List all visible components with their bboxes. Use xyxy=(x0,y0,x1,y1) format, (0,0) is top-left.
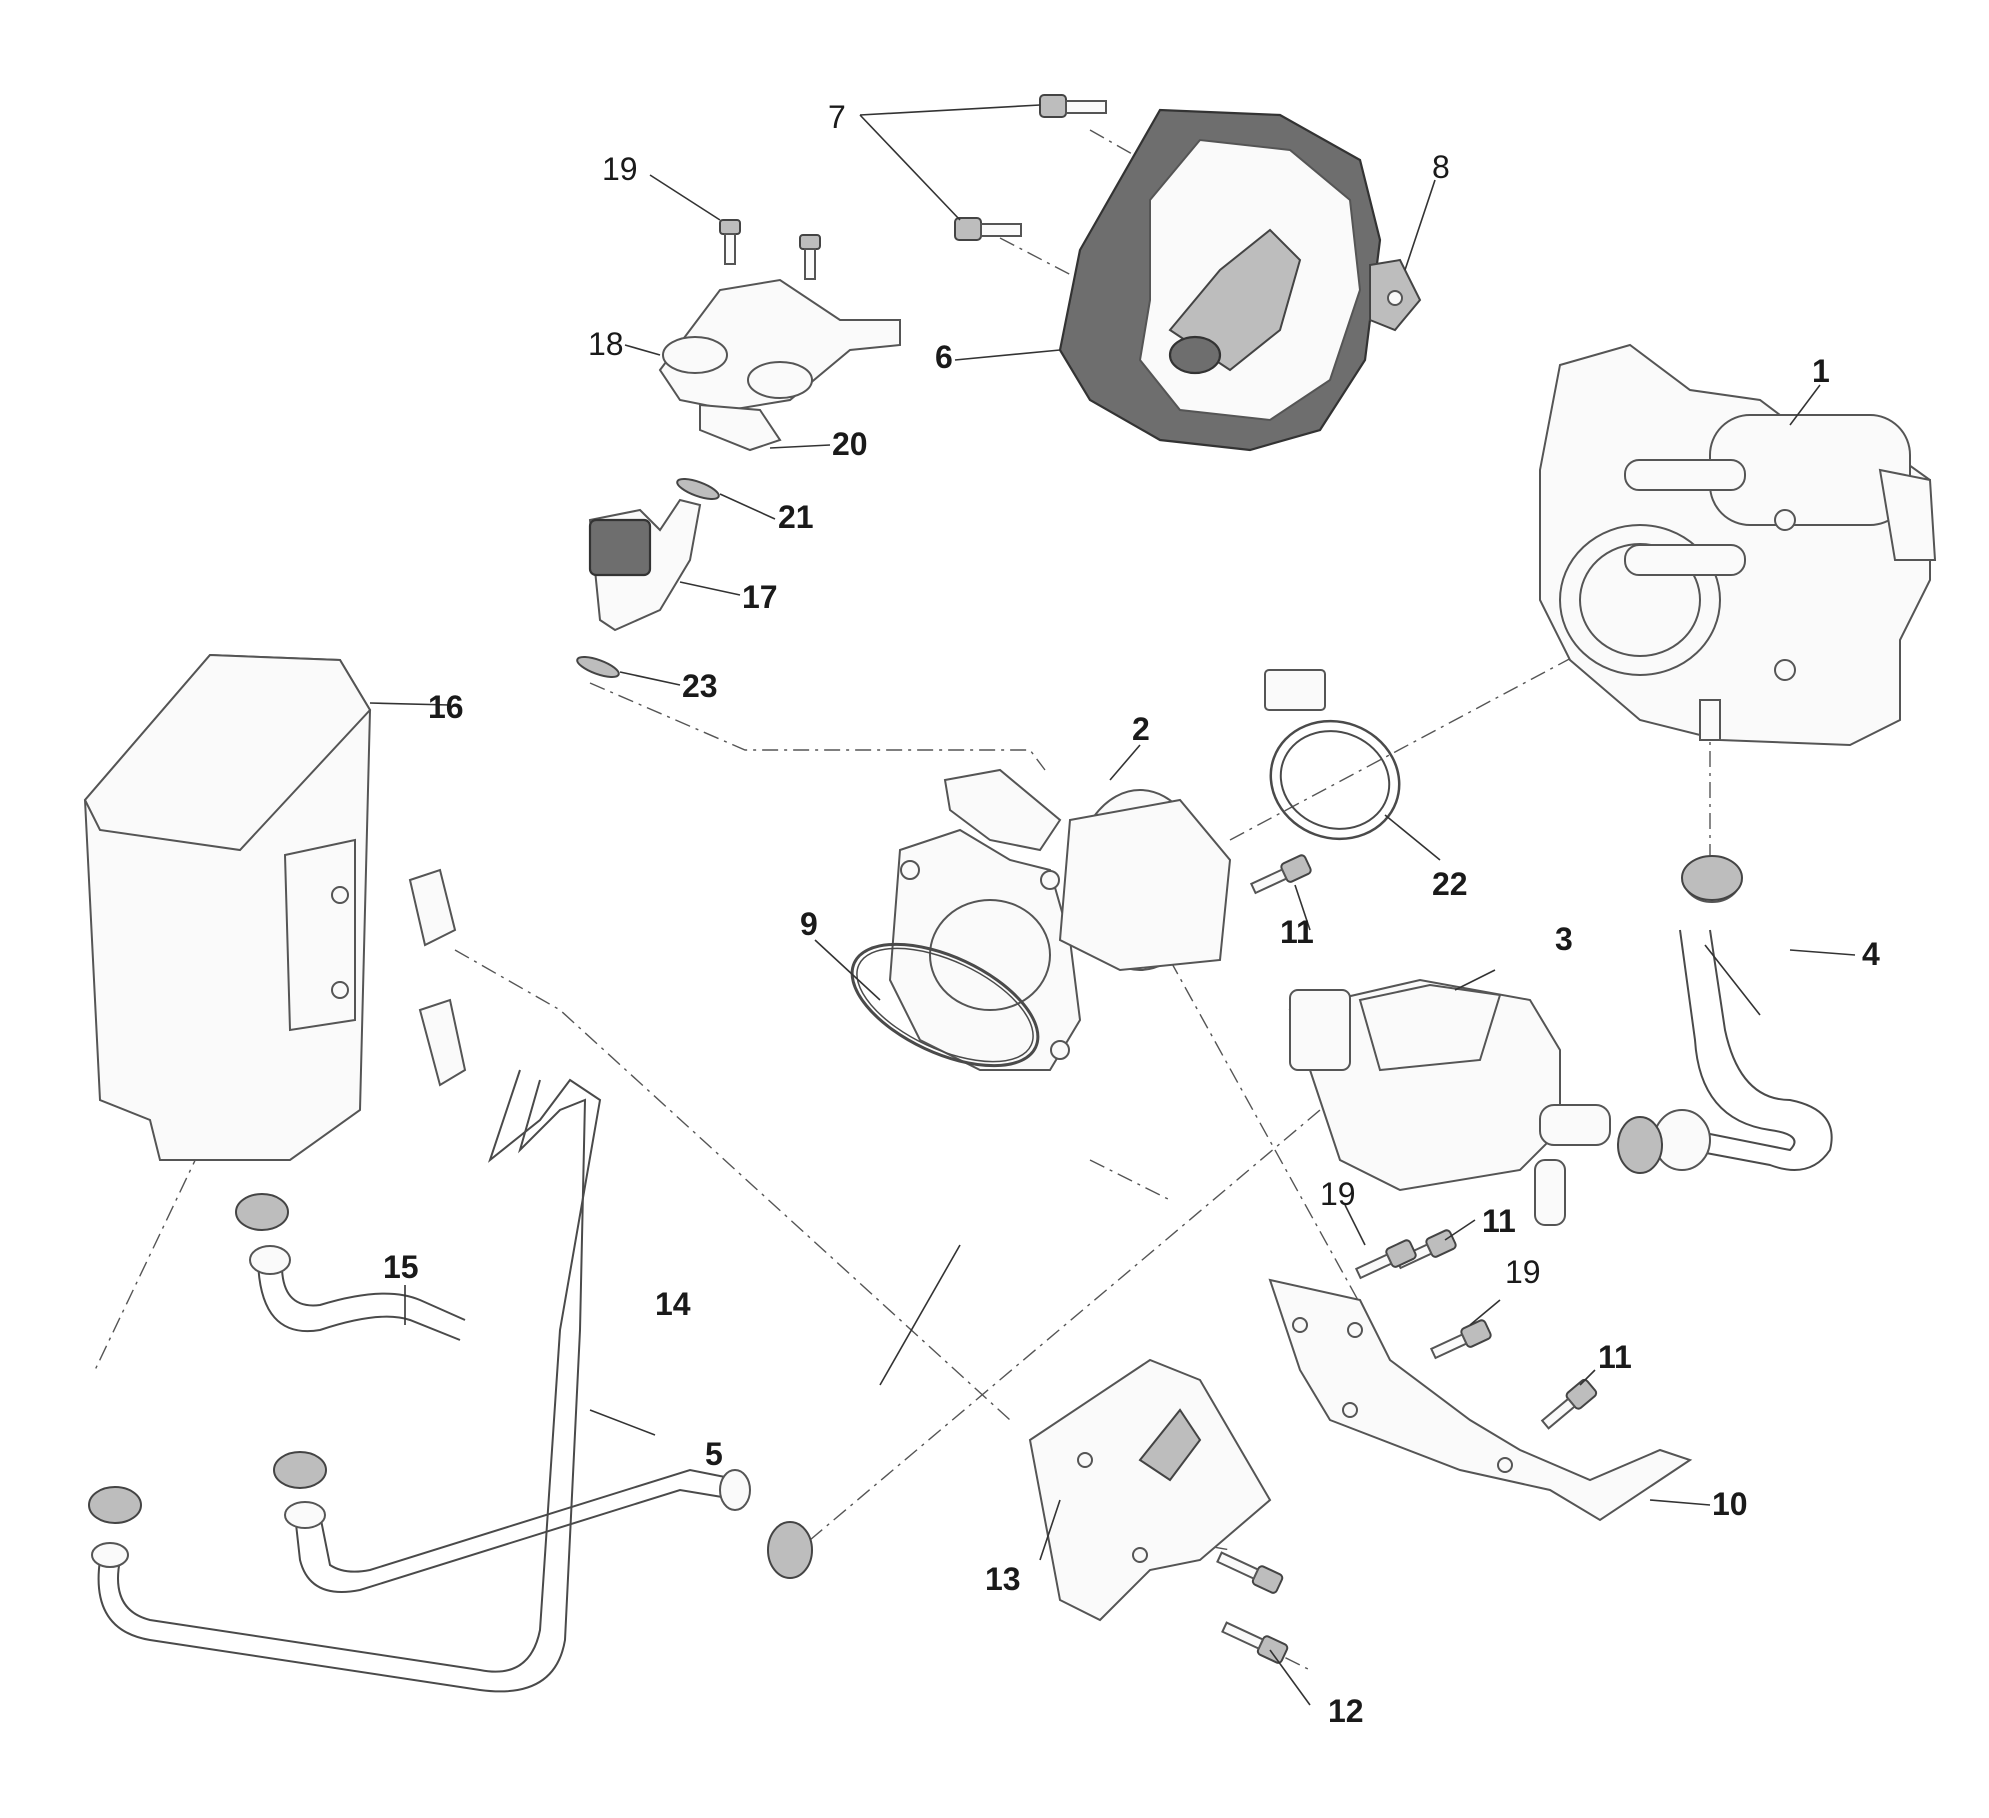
part-7-bolts xyxy=(954,94,1107,241)
part-5-hose xyxy=(273,1451,813,1593)
part-13-bracket xyxy=(1028,1358,1272,1622)
callout-10: 10 xyxy=(1712,1486,1748,1522)
callout-19-mid: 19 xyxy=(1320,1176,1356,1212)
part-2-adapter xyxy=(888,768,1232,1071)
callout-12: 12 xyxy=(1328,1693,1364,1729)
callout-17: 17 xyxy=(742,579,778,615)
callout-11-right: 11 xyxy=(1598,1339,1632,1375)
leader-lines xyxy=(369,104,1856,1706)
part-4-hose xyxy=(1653,857,1833,1171)
part-3-valve xyxy=(1288,978,1611,1226)
part-17-injector xyxy=(588,498,702,632)
callout-2: 2 xyxy=(1132,711,1150,747)
part-23-o-ring xyxy=(576,656,620,678)
callouts: 1 2 3 4 5 6 7 8 9 10 11 11 11 11 12 13 1… xyxy=(383,99,1880,1729)
callout-7: 7 xyxy=(828,99,846,135)
callout-15: 15 xyxy=(383,1249,419,1285)
callout-3: 3 xyxy=(1555,921,1573,957)
part-20-clip xyxy=(699,403,782,452)
callout-6: 6 xyxy=(935,339,953,375)
callout-9: 9 xyxy=(800,906,818,942)
part-21-o-ring xyxy=(676,478,720,500)
part-19-screws-top xyxy=(719,219,821,280)
callout-20: 20 xyxy=(832,426,868,462)
callout-22: 22 xyxy=(1432,866,1468,902)
callout-14: 14 xyxy=(655,1286,691,1322)
callout-16: 16 xyxy=(428,689,464,725)
callout-13: 13 xyxy=(985,1561,1021,1597)
part-1-throttle-body xyxy=(1539,343,1937,747)
callout-19-lower: 19 xyxy=(1505,1254,1541,1290)
callout-1: 1 xyxy=(1812,353,1830,389)
callout-18: 18 xyxy=(588,326,624,362)
callout-23: 23 xyxy=(682,668,718,704)
callout-5: 5 xyxy=(705,1436,723,1472)
callout-11-valve: 11 xyxy=(1482,1203,1516,1239)
callout-19-top: 19 xyxy=(602,151,638,187)
part-19-bolts xyxy=(1354,1239,1492,1360)
part-18-fuel-rail xyxy=(658,278,901,412)
part-15-hose xyxy=(235,1193,466,1341)
part-6-cover xyxy=(1058,108,1382,452)
part-8-clip xyxy=(1369,258,1422,332)
callout-8: 8 xyxy=(1432,149,1450,185)
part-9-o-ring xyxy=(850,942,1040,1068)
part-12-bolts xyxy=(1216,1551,1289,1664)
callout-11-upper: 11 xyxy=(1280,914,1314,950)
part-22-clamp xyxy=(1264,669,1401,841)
callout-4: 4 xyxy=(1862,936,1880,972)
part-16-canister xyxy=(83,653,467,1161)
part-4-clamps xyxy=(1617,855,1743,1174)
callout-21: 21 xyxy=(778,499,814,535)
part-10-bracket xyxy=(1268,1278,1693,1522)
part-14-hose xyxy=(88,1069,602,1693)
